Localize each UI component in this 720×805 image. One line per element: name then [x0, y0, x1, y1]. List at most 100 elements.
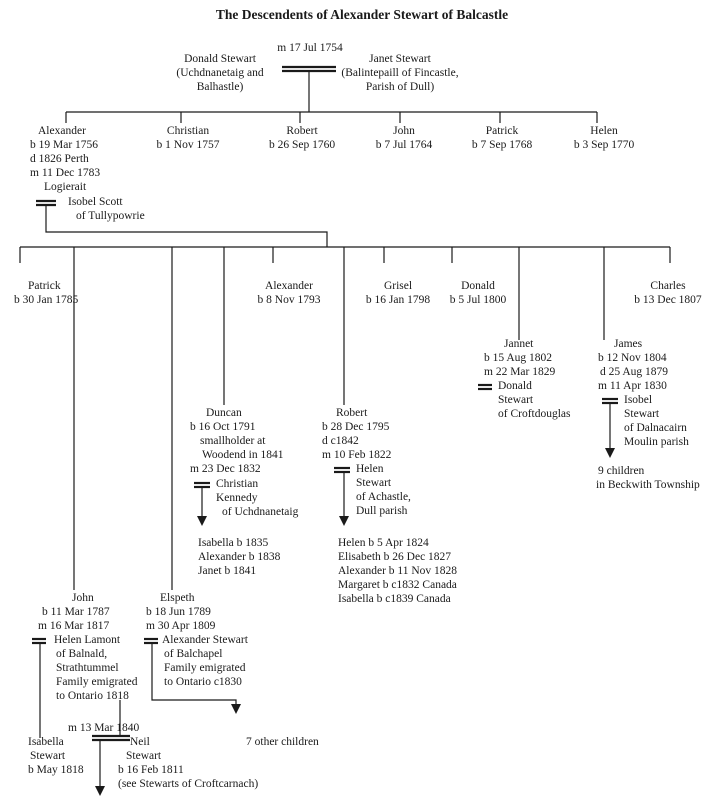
children-robert: Helen b 5 Apr 1824 Elisabeth b 26 Dec 18… [338, 537, 457, 605]
spouse-line: Isobel [624, 394, 652, 406]
person-line: Neil [130, 736, 150, 748]
child-line: Elisabeth b 26 Dec 1827 [338, 551, 451, 563]
person-line: Elspeth [160, 592, 195, 604]
person-line: b 30 Jan 1785 [14, 294, 78, 306]
arrow-down-icon [605, 448, 615, 458]
diagram-title: The Descendents of Alexander Stewart of … [216, 7, 508, 22]
spouse-line: of Uchdnanetaig [222, 506, 299, 518]
child-line: Alexander b 1838 [198, 551, 281, 563]
spouse-line: Donald [498, 380, 532, 392]
person-line: John [393, 125, 415, 137]
person-line: m 16 Mar 1817 [38, 620, 109, 632]
person-john-1787: John b 11 Mar 1787 m 16 Mar 1817 [38, 592, 110, 632]
person-patrick-1785: Patrick b 30 Jan 1785 [14, 280, 78, 306]
person-line: d 1826 Perth [30, 153, 89, 165]
child-line: Janet b 1841 [198, 565, 256, 577]
person-john-1764: John b 7 Jul 1764 [376, 125, 433, 151]
person-line: d 25 Aug 1879 [600, 366, 668, 378]
person-line: Grisel [384, 280, 412, 292]
person-helen-1770: Helen b 3 Sep 1770 [574, 125, 635, 151]
person-line: m 23 Dec 1832 [190, 463, 261, 475]
person-line: Duncan [206, 407, 242, 419]
person-line: Stewart [126, 750, 162, 762]
spouse-line: of Croftdouglas [498, 408, 571, 420]
person-elspeth-1789: Elspeth b 18 Jun 1789 m 30 Apr 1809 [146, 592, 216, 632]
person-line: b 16 Feb 1811 [118, 764, 184, 776]
person-line: smallholder at [200, 435, 266, 447]
person-donald-1800: Donald b 5 Jul 1800 [450, 280, 507, 306]
person-line: m 11 Apr 1830 [598, 380, 667, 392]
person-line: b 3 Sep 1770 [574, 139, 635, 151]
gen4-marriage-date: m 13 Mar 1840 [68, 722, 139, 734]
spouse-line: of Balchapel [164, 648, 222, 660]
person-robert-1760: Robert b 26 Sep 1760 [269, 125, 335, 151]
spouse-line: Isobel Scott [68, 196, 123, 208]
person-neil-1811: Neil Stewart b 16 Feb 1811 (see Stewarts… [118, 736, 258, 790]
person-line: Patrick [486, 125, 519, 137]
person-robert-1795: Robert b 28 Dec 1795 d c1842 m 10 Feb 18… [322, 407, 392, 461]
person-line: b 16 Oct 1791 [190, 421, 256, 433]
person-line: b 5 Jul 1800 [450, 294, 507, 306]
spouse-john: Helen Lamont of Balnald, Strathtummel Fa… [54, 634, 138, 702]
person-isabella-1818: Isabella Stewart b May 1818 [28, 736, 84, 776]
children-duncan: Isabella b 1835 Alexander b 1838 Janet b… [198, 537, 281, 577]
person-line: Donald [461, 280, 495, 292]
descent-line-alexander [45, 205, 328, 247]
spouse-line: Helen [356, 463, 384, 475]
arrow-down-icon [95, 786, 105, 796]
person-line: b 13 Dec 1807 [634, 294, 702, 306]
person-line: m 22 Mar 1829 [484, 366, 555, 378]
root-marriage-date: m 17 Jul 1754 [277, 42, 343, 54]
spouse-duncan: Christian Kennedy of Uchdnanetaig [216, 478, 299, 518]
spouse-line: Dull parish [356, 505, 408, 517]
person-james-1804: James b 12 Nov 1804 d 25 Aug 1879 m 11 A… [598, 338, 668, 392]
child-line: Isabella b c1839 Canada [338, 593, 451, 605]
person-alexander-1756: Alexander b 19 Mar 1756 d 1826 Perth m 1… [30, 125, 100, 193]
person-line: b 12 Nov 1804 [598, 352, 667, 364]
root-husband-line: (Uchdnanetaig and [176, 67, 263, 79]
person-line: b 19 Mar 1756 [30, 139, 98, 151]
spouse-line: Kennedy [216, 492, 258, 504]
root-wife: Janet Stewart (Balintepaill of Fincastle… [341, 53, 458, 93]
spouse-line: Stewart [356, 477, 392, 489]
person-line: b 7 Jul 1764 [376, 139, 433, 151]
descent-line-elspeth-other [151, 643, 237, 706]
arrow-down-icon [197, 516, 207, 526]
root-husband-line: Balhastle) [197, 81, 244, 93]
spouse-line: Family emigrated [56, 676, 138, 688]
person-line: b 1 Nov 1757 [157, 139, 220, 151]
person-line: b 7 Sep 1768 [472, 139, 533, 151]
spouse-line: Alexander Stewart [162, 634, 249, 646]
person-line: (see Stewarts of Croftcarnach) [118, 778, 258, 790]
root-wife-line: Janet Stewart [369, 53, 431, 65]
spouse-line: Moulin parish [624, 436, 689, 448]
person-line: b 28 Dec 1795 [322, 421, 390, 433]
person-line: b May 1818 [28, 764, 84, 776]
child-line: Helen b 5 Apr 1824 [338, 537, 429, 549]
person-christian-1757: Christian b 1 Nov 1757 [157, 125, 220, 151]
person-line: b 16 Jan 1798 [366, 294, 430, 306]
person-line: Robert [336, 407, 368, 419]
arrow-down-icon [231, 704, 241, 714]
person-line: Jannet [504, 338, 534, 350]
person-line: Logierait [44, 181, 87, 193]
spouse-line: Helen Lamont [54, 634, 121, 646]
person-line: Alexander [265, 280, 313, 292]
spouse-line: Strathtummel [56, 662, 119, 674]
person-line: Helen [590, 125, 618, 137]
root-husband: Donald Stewart (Uchdnanetaig and Balhast… [176, 53, 263, 93]
person-line: James [614, 338, 643, 350]
person-line: m 11 Dec 1783 [30, 167, 100, 179]
person-jannet-1802: Jannet b 15 Aug 1802 m 22 Mar 1829 [484, 338, 555, 378]
children-james: 9 children in Beckwith Township [596, 465, 700, 491]
root-wife-line: Parish of Dull) [366, 81, 435, 93]
spouse-elspeth: Alexander Stewart of Balchapel Family em… [162, 634, 249, 688]
child-line: 9 children [598, 465, 645, 477]
spouse-line: of Dalnacairn [624, 422, 687, 434]
child-line: in Beckwith Township [596, 479, 700, 491]
spouse-line: of Balnald, [56, 648, 107, 660]
person-line: Stewart [30, 750, 66, 762]
person-line: b 26 Sep 1760 [269, 139, 335, 151]
person-line: Robert [286, 125, 318, 137]
